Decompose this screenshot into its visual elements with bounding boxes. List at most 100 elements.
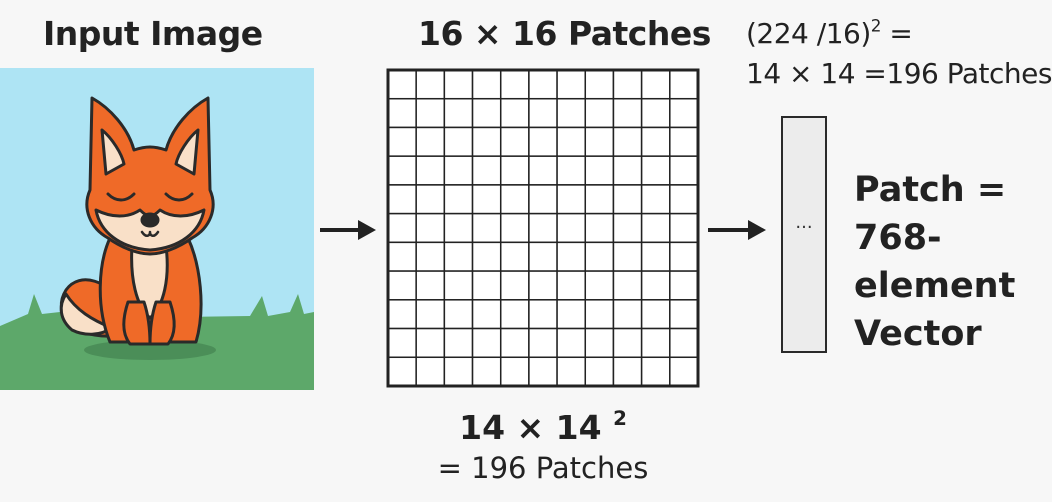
input-image — [0, 68, 314, 390]
formula-line-1: (224 /16)2 = — [746, 14, 1052, 54]
patch-cell — [387, 241, 417, 272]
patch-cell — [640, 126, 671, 157]
formula-base: (224 /16) — [746, 17, 871, 50]
patch-cell — [499, 184, 530, 215]
patch-cell — [387, 69, 417, 100]
patch-cell — [669, 299, 699, 330]
formula-equals: = — [880, 17, 913, 50]
patch-cell — [471, 327, 502, 359]
patch-cell — [499, 155, 530, 186]
patch-cell — [443, 69, 474, 100]
patch-cell — [556, 212, 587, 244]
patch-cell — [443, 356, 474, 387]
patch-cell — [499, 241, 530, 272]
patch-cell — [415, 327, 446, 359]
patch-cell — [556, 155, 587, 186]
patch-cell — [556, 299, 587, 330]
patch-vector-label: Patch = 768- element Vector — [854, 166, 1015, 358]
patch-cell — [471, 270, 502, 301]
patch-cell — [528, 184, 558, 215]
patch-cell — [528, 69, 558, 100]
patch-cell — [415, 241, 446, 272]
patch-cell — [471, 69, 502, 100]
patch-cell — [415, 184, 446, 215]
patch-cell — [640, 97, 671, 129]
fox-illustration — [59, 96, 216, 360]
patch-count-formula: (224 /16)2 = 14 × 14 =196 Patches — [746, 14, 1052, 94]
patch-cell — [584, 155, 615, 186]
patch-cell — [640, 270, 671, 301]
patch-cell — [640, 184, 671, 215]
formula-exponent: 2 — [870, 15, 882, 36]
patch-cell — [640, 299, 671, 330]
patch-cell — [556, 327, 587, 359]
formula-line-2: 14 × 14 =196 Patches — [746, 57, 1052, 90]
patch-cell — [612, 97, 643, 129]
patch-cell — [669, 212, 699, 244]
patch-cell — [471, 184, 502, 215]
patch-grid-border — [386, 68, 700, 388]
patch-cell — [471, 299, 502, 330]
patch-cell — [528, 126, 558, 157]
patch-cell — [415, 299, 446, 330]
patch-cell — [443, 241, 474, 272]
patch-cell — [556, 270, 587, 301]
patch-cell — [415, 155, 446, 186]
patch-cell — [443, 212, 474, 244]
patch-cell — [556, 97, 587, 129]
patch-cell — [612, 155, 643, 186]
patch-cell — [471, 155, 502, 186]
patch-cell — [528, 270, 558, 301]
patch-cell — [499, 327, 530, 359]
patch-cell — [499, 126, 530, 157]
patch-cell — [499, 212, 530, 244]
arrow-right-icon — [320, 220, 376, 240]
patch-cell — [556, 184, 587, 215]
patch-cell — [584, 270, 615, 301]
patch-cell — [443, 155, 474, 186]
bottom-formula-exponent: 2 — [613, 407, 627, 431]
patch-cell — [415, 97, 446, 129]
patch-cell — [612, 69, 643, 100]
bottom-formula-line-2: = 196 Patches — [437, 451, 649, 485]
patch-cell — [612, 327, 643, 359]
patch-cell — [584, 327, 615, 359]
patch-cell — [387, 270, 417, 301]
patch-cell — [584, 299, 615, 330]
patch-cell — [669, 155, 699, 186]
patch-cell — [387, 97, 417, 129]
patch-label-line: Patch = — [854, 170, 1007, 210]
patch-cell — [499, 270, 530, 301]
bottom-formula-base: 14 × 14 — [459, 408, 614, 447]
patch-label-line: Vector — [854, 314, 982, 354]
patch-cell — [612, 184, 643, 215]
arrow-right-icon — [708, 220, 766, 240]
patch-grid — [386, 68, 700, 388]
patch-cell — [443, 299, 474, 330]
patch-cell — [499, 69, 530, 100]
patch-cell — [669, 241, 699, 272]
input-image-title: Input Image — [43, 14, 263, 53]
patch-cell — [415, 69, 446, 100]
patch-label-line: 768- — [854, 218, 942, 258]
patch-cell — [669, 69, 699, 100]
patch-cell — [612, 241, 643, 272]
patch-cell — [528, 356, 558, 387]
patch-cell — [471, 212, 502, 244]
patch-cell — [387, 126, 417, 157]
patch-cell — [528, 155, 558, 186]
bottom-patch-formula: 14 × 14 2 = 196 Patches — [380, 408, 706, 488]
patch-cell — [640, 241, 671, 272]
patch-cell — [471, 126, 502, 157]
patch-cell — [387, 299, 417, 330]
patch-cell — [584, 97, 615, 129]
patch-vector: ... — [781, 116, 827, 353]
patch-cell — [556, 241, 587, 272]
patch-cell — [499, 356, 530, 387]
patch-cell — [669, 327, 699, 359]
patch-cell — [584, 212, 615, 244]
vector-ellipsis: ... — [795, 212, 813, 233]
patch-cell — [640, 212, 671, 244]
patch-cell — [612, 126, 643, 157]
patch-label-line: element — [854, 266, 1016, 306]
